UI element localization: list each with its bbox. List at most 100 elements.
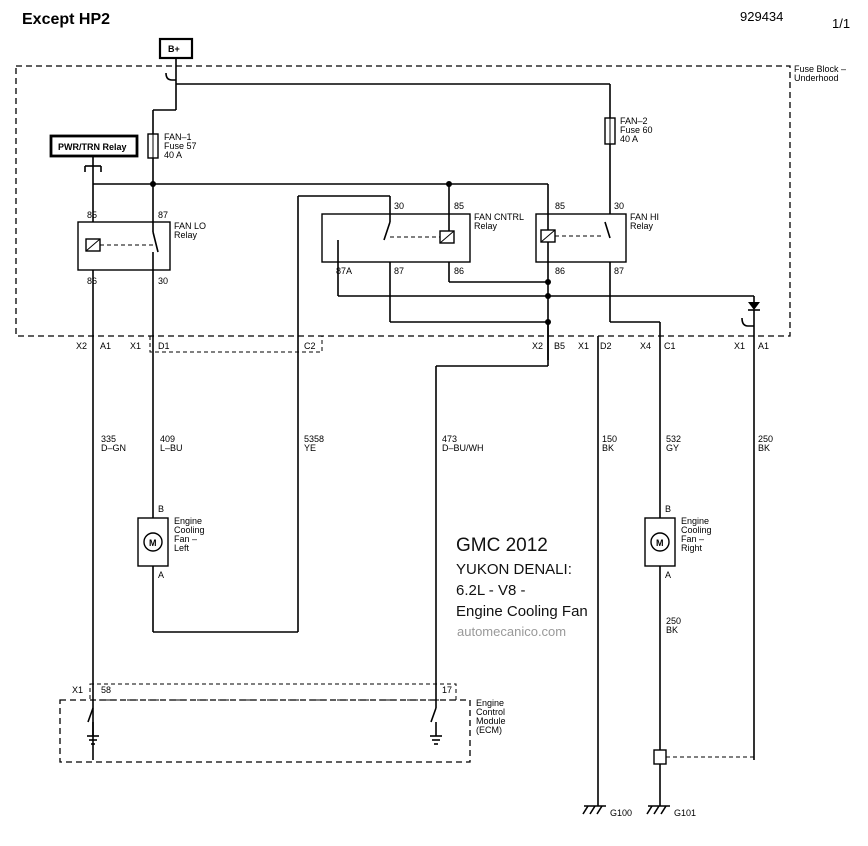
motor-right-label-2: Cooling (681, 525, 712, 535)
wire-color-7: BK (758, 443, 770, 453)
fan-hi-relay-name-2: Relay (630, 221, 654, 231)
wire-circuit-7: 250 (758, 434, 773, 444)
fan-lo-pin-87: 87 (158, 210, 168, 220)
fuse-block-label-2: Underhood (794, 73, 839, 83)
fan-cntrl-pin-87: 87 (394, 266, 404, 276)
wire-circuit-8: 250 (666, 616, 681, 626)
fan-cntrl-pin-87a: 87A (336, 266, 352, 276)
fuse-block-label-1: Fuse Block – (794, 64, 846, 74)
motor-left-label-3: Fan – (174, 534, 197, 544)
conn-label-2: A1 (100, 341, 111, 351)
fan-hi-relay (535, 213, 627, 263)
fan2-fuse-label-3: 40 A (620, 134, 638, 144)
wire-circuit-4: 473 (442, 434, 457, 444)
fan-hi-pin-85: 85 (555, 201, 565, 211)
fan-cntrl-pin-85: 85 (454, 201, 464, 211)
fan-hi-pin-86: 86 (555, 266, 565, 276)
overlay-line-3: Engine Cooling Fan (456, 603, 588, 620)
battery-positive-label: B+ (168, 44, 180, 54)
wire-color-5: BK (602, 443, 614, 453)
ecm-switch-58-icon (87, 707, 99, 745)
ecm-label-4: (ECM) (476, 725, 502, 735)
conn-label-11: C1 (664, 341, 676, 351)
conn-label-10: X4 (640, 341, 651, 351)
ecm-switch-17-icon (430, 696, 442, 745)
fan-hi-relay-name-1: FAN HI (630, 212, 659, 222)
fan1-fuse (147, 133, 159, 159)
conn-label-13: A1 (758, 341, 769, 351)
wire-circuit-5: 150 (602, 434, 617, 444)
document-number: 929434 (740, 9, 783, 24)
conn-label-3: X1 (130, 341, 141, 351)
fan-hi-pin-87: 87 (614, 266, 624, 276)
motor-left-label-2: Cooling (174, 525, 205, 535)
pwr-trn-relay-box: PWR/TRN Relay (49, 134, 139, 158)
wire-circuit-2: 409 (160, 434, 175, 444)
overlay-watermark: automecanico.com (457, 624, 566, 639)
conn-label-1: X2 (76, 341, 87, 351)
wire-circuit-6: 532 (666, 434, 681, 444)
fan-lo-relay (77, 221, 171, 271)
fan-lo-relay-name-2: Relay (174, 230, 198, 240)
ecm-connector-boundary (89, 683, 457, 701)
fan-lo-pin-85: 85 (87, 210, 97, 220)
diode-icon (748, 296, 760, 311)
overlay-line-2: 6.2L - V8 - (456, 582, 525, 599)
motor-right-pin-top: B (665, 504, 671, 514)
ecm-label-2: Control (476, 707, 505, 717)
engine-cooling-fan-right: M (644, 517, 676, 567)
conn-label-9: D2 (600, 341, 612, 351)
motor-left-pin-bottom: A (158, 570, 164, 580)
ground-g100-label: G100 (610, 808, 632, 818)
page-indicator: 1/1 (832, 16, 850, 31)
fan-cntrl-relay (321, 213, 471, 263)
fuse-block-boundary (15, 65, 791, 337)
motor-left-symbol: M (149, 538, 157, 548)
fan2-fuse-label-2: Fuse 60 (620, 125, 653, 135)
fan1-fuse-label-2: Fuse 57 (164, 141, 197, 151)
fan1-fuse-label-1: FAN–1 (164, 132, 192, 142)
ecm-pin-58: 58 (101, 685, 111, 695)
fan-lo-relay-name-1: FAN LO (174, 221, 206, 231)
conn-label-7: B5 (554, 341, 565, 351)
conn-label-6: X2 (532, 341, 543, 351)
fan-lo-pin-86: 86 (87, 276, 97, 286)
wire-color-2: L–BU (160, 443, 183, 453)
ecm-boundary (59, 699, 471, 763)
conn-label-4: D1 (158, 341, 170, 351)
motor-right-symbol: M (656, 538, 664, 548)
ecm-pin-17: 17 (442, 685, 452, 695)
conn-label-8: X1 (578, 341, 589, 351)
fan-cntrl-pin-86: 86 (454, 266, 464, 276)
diagram-title: Except HP2 (22, 11, 110, 28)
ground-g101-label: G101 (674, 808, 696, 818)
motor-right-pin-bottom: A (665, 570, 671, 580)
motor-left-label-1: Engine (174, 516, 202, 526)
wire-circuit-3: 5358 (304, 434, 324, 444)
fan1-fuse-label-3: 40 A (164, 150, 182, 160)
ecm-label-1: Engine (476, 698, 504, 708)
pwr-trn-relay-label: PWR/TRN Relay (58, 142, 127, 152)
wire-circuit-1: 335 (101, 434, 116, 444)
wire-color-4: D–BU/WH (442, 443, 484, 453)
battery-positive-box: B+ (158, 37, 194, 60)
motor-right-label-3: Fan – (681, 534, 704, 544)
ecm-label-3: Module (476, 716, 506, 726)
fan-cntrl-relay-name-1: FAN CNTRL (474, 212, 524, 222)
fan2-fuse (604, 117, 616, 145)
ground-g101-icon (646, 805, 670, 815)
fan-cntrl-pin-30: 30 (394, 201, 404, 211)
ecm-connector-label: X1 (72, 685, 83, 695)
conn-label-5: C2 (304, 341, 316, 351)
motor-right-label-1: Engine (681, 516, 709, 526)
conn-label-12: X1 (734, 341, 745, 351)
engine-cooling-fan-left: M (137, 517, 169, 567)
wire-color-1: D–GN (101, 443, 126, 453)
wire-color-6: GY (666, 443, 679, 453)
motor-left-pin-top: B (158, 504, 164, 514)
fan-cntrl-relay-name-2: Relay (474, 221, 498, 231)
ground-splice-icon (653, 749, 667, 765)
overlay-line-1: YUKON DENALI: (456, 561, 572, 578)
fan2-fuse-label-1: FAN–2 (620, 116, 648, 126)
